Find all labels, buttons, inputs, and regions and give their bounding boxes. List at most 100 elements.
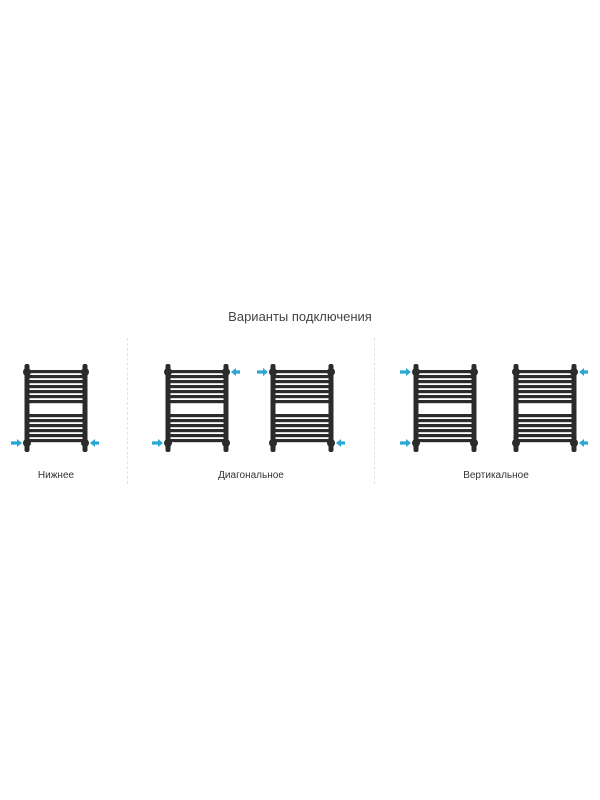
- connection-node: [512, 439, 520, 447]
- radiator-crossbar: [273, 370, 331, 374]
- group-divider: [374, 338, 375, 484]
- radiator-crossbar: [516, 424, 574, 428]
- radiator-crossbar: [168, 400, 226, 404]
- connection-node: [512, 368, 520, 376]
- radiator-crossbar: [273, 439, 331, 443]
- radiator-crossbar: [516, 429, 574, 433]
- radiator-crossbar: [516, 439, 574, 443]
- connection-node: [470, 368, 478, 376]
- radiator-crossbar: [27, 400, 85, 404]
- radiator-crossbar: [273, 375, 331, 379]
- radiator-crossbar: [27, 380, 85, 384]
- radiator-crossbar: [168, 424, 226, 428]
- radiator-crossbar: [273, 424, 331, 428]
- radiator-vertical-connection-1: [399, 360, 489, 454]
- connection-node: [81, 439, 89, 447]
- arrow-icon: [400, 439, 411, 447]
- radiator-crossbar: [168, 390, 226, 394]
- label-vertical-connection: Вертикальное: [463, 470, 529, 481]
- connection-node: [23, 368, 31, 376]
- label-bottom-connection: Нижнее: [37, 470, 75, 481]
- radiator-crossbar: [516, 400, 574, 404]
- radiator-crossbar: [168, 439, 226, 443]
- radiator-crossbar: [416, 370, 474, 374]
- radiator-crossbar: [416, 419, 474, 423]
- radiator-crossbar: [416, 390, 474, 394]
- radiator-crossbar: [516, 385, 574, 389]
- radiator-crossbar: [516, 375, 574, 379]
- connection-node: [327, 439, 335, 447]
- radiator-diagonal-connection-1: [151, 360, 241, 454]
- arrow-icon: [11, 439, 22, 447]
- radiator-crossbar: [273, 385, 331, 389]
- connection-node: [470, 439, 478, 447]
- radiator-crossbar: [273, 380, 331, 384]
- radiator-crossbar: [416, 439, 474, 443]
- radiator-vertical-connection-2: [499, 360, 589, 454]
- connection-node: [269, 439, 277, 447]
- radiator-crossbar: [516, 414, 574, 418]
- radiator-crossbar: [168, 429, 226, 433]
- radiator-crossbar: [168, 395, 226, 399]
- connection-node: [164, 368, 172, 376]
- radiator-crossbar: [273, 429, 331, 433]
- radiator-crossbar: [27, 429, 85, 433]
- radiator-crossbar: [168, 414, 226, 418]
- radiator-crossbar: [516, 395, 574, 399]
- arrow-icon: [231, 368, 240, 376]
- radiator-crossbar: [27, 424, 85, 428]
- radiator-crossbar: [168, 419, 226, 423]
- connection-node: [570, 368, 578, 376]
- radiator-crossbar: [516, 434, 574, 438]
- radiator-crossbar: [27, 419, 85, 423]
- radiator-crossbar: [168, 375, 226, 379]
- connection-node: [412, 368, 420, 376]
- radiator-crossbar: [416, 424, 474, 428]
- radiator-crossbar: [168, 434, 226, 438]
- connection-node: [570, 439, 578, 447]
- group-divider: [127, 338, 128, 484]
- radiator-crossbar: [27, 385, 85, 389]
- radiator-crossbar: [27, 375, 85, 379]
- arrow-icon: [152, 439, 163, 447]
- radiator-bottom-connection: [10, 360, 100, 454]
- radiator-crossbar: [273, 419, 331, 423]
- connection-node: [222, 368, 230, 376]
- connection-node: [222, 439, 230, 447]
- connection-node: [81, 368, 89, 376]
- radiator-crossbar: [273, 414, 331, 418]
- radiator-crossbar: [27, 414, 85, 418]
- radiator-crossbar: [416, 380, 474, 384]
- radiator-crossbar: [273, 390, 331, 394]
- radiator-crossbar: [168, 370, 226, 374]
- radiator-crossbar: [416, 385, 474, 389]
- radiator-crossbar: [516, 390, 574, 394]
- radiator-crossbar: [273, 434, 331, 438]
- connection-node: [23, 439, 31, 447]
- radiator-crossbar: [273, 395, 331, 399]
- radiator-crossbar: [416, 400, 474, 404]
- arrow-icon: [257, 368, 268, 376]
- radiator-crossbar: [168, 385, 226, 389]
- radiator-crossbar: [416, 395, 474, 399]
- arrow-icon: [579, 439, 588, 447]
- radiator-diagonal-connection-2: [256, 360, 346, 454]
- section-title: Варианты подключения: [228, 309, 372, 324]
- radiator-crossbar: [416, 434, 474, 438]
- radiator-crossbar: [168, 380, 226, 384]
- arrow-icon: [90, 439, 99, 447]
- radiator-crossbar: [273, 400, 331, 404]
- connection-node: [269, 368, 277, 376]
- connection-node: [164, 439, 172, 447]
- radiator-crossbar: [516, 380, 574, 384]
- connection-node: [327, 368, 335, 376]
- radiator-crossbar: [416, 375, 474, 379]
- radiator-crossbar: [27, 395, 85, 399]
- radiator-crossbar: [27, 439, 85, 443]
- arrow-icon: [579, 368, 588, 376]
- radiator-crossbar: [27, 434, 85, 438]
- connection-node: [412, 439, 420, 447]
- label-diagonal-connection: Диагональное: [218, 470, 284, 481]
- radiator-crossbar: [516, 419, 574, 423]
